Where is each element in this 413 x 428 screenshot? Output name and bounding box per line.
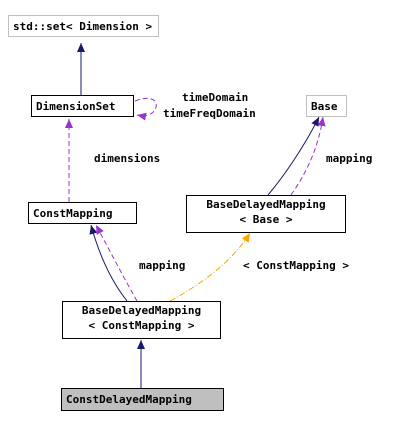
node-const-mapping-label: ConstMapping xyxy=(33,207,113,220)
node-base-delayed-mapping-const-line1: BaseDelayedMapping xyxy=(81,304,202,317)
node-base-delayed-mapping-base[interactable]: BaseDelayedMapping < Base > xyxy=(186,195,346,233)
node-base-label: Base xyxy=(311,100,338,113)
node-base[interactable]: Base xyxy=(306,95,347,117)
edge-template-instance xyxy=(169,232,251,302)
edge-label-mapping-base: mapping xyxy=(326,152,373,165)
edge-label-dimensions: dimensions xyxy=(94,152,161,165)
node-dimension-set-label: DimensionSet xyxy=(36,100,116,113)
node-const-delayed-mapping-label: ConstDelayedMapping xyxy=(66,393,192,406)
edge-label-time-domain: timeDomain xyxy=(182,91,249,104)
node-dimension-set[interactable]: DimensionSet xyxy=(31,95,134,117)
node-const-mapping[interactable]: ConstMapping xyxy=(28,202,137,224)
edge-basedelayedconst-inherits-constmapping xyxy=(89,224,128,302)
edge-label-time-freq-domain: timeFreqDomain xyxy=(163,107,256,120)
node-std-set[interactable]: std::set< Dimension > xyxy=(8,15,159,37)
edge-basedelayedbase-inherits-base xyxy=(267,116,320,196)
edge-basedelayedbase-uses-base xyxy=(290,116,326,196)
node-base-delayed-mapping-base-line2: < Base > xyxy=(239,213,293,226)
node-base-delayed-mapping-const-line2: < ConstMapping > xyxy=(88,319,195,332)
edge-dimensionset-self-loop xyxy=(134,97,157,121)
edge-basedelayedconst-uses-constmapping xyxy=(95,224,138,302)
node-base-delayed-mapping-base-line1: BaseDelayedMapping xyxy=(206,198,326,211)
edge-label-template-arg: < ConstMapping > xyxy=(243,259,349,272)
edge-label-mapping-const: mapping xyxy=(139,259,186,272)
node-std-set-label: std::set< Dimension > xyxy=(13,20,153,33)
node-base-delayed-mapping-const[interactable]: BaseDelayedMapping < ConstMapping > xyxy=(62,301,221,339)
node-const-delayed-mapping[interactable]: ConstDelayedMapping xyxy=(61,388,224,411)
